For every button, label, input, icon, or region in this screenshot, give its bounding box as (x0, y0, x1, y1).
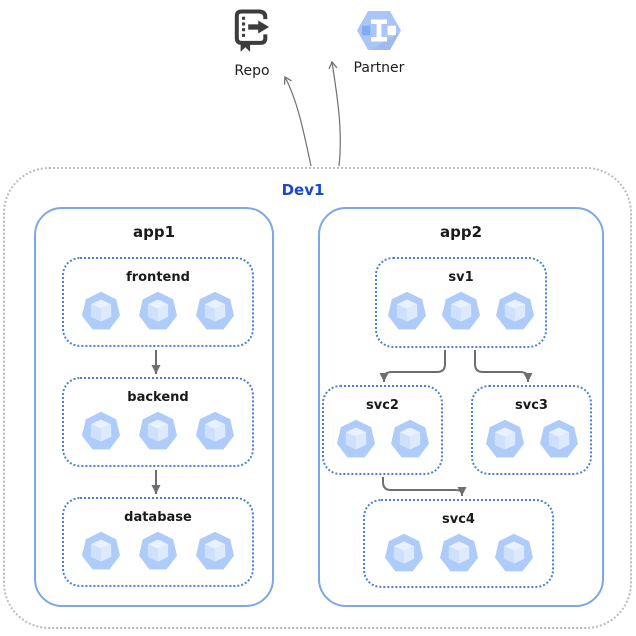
service-backend: backend (62, 377, 254, 467)
pod-icon (384, 533, 423, 573)
pod-icon (539, 419, 578, 459)
edge-dev1-repo (285, 77, 312, 167)
edge-dev1-partner (332, 62, 341, 167)
pod-icon (196, 291, 234, 331)
pod-icon (494, 533, 533, 573)
pod-icon (139, 291, 177, 331)
app1-title: app1 (132, 223, 176, 241)
pod-icon (139, 411, 177, 451)
frontend-pods (82, 291, 234, 331)
service-database-label: database (124, 510, 192, 525)
pod-icon (196, 411, 234, 451)
pod-icon (496, 291, 534, 331)
partner-interconnect-icon (356, 10, 402, 55)
pod-icon (388, 291, 426, 331)
pod-icon (139, 531, 177, 571)
service-svc3: svc3 (471, 385, 592, 475)
pod-icon (442, 291, 480, 331)
app2-title: app2 (439, 223, 483, 241)
pod-icon (82, 411, 120, 451)
svc4-pods (384, 533, 533, 573)
repo-label: Repo (234, 63, 270, 79)
svc3-pods (485, 419, 578, 459)
boundary-dev1 (3, 167, 632, 629)
service-svc2-label: svc2 (366, 398, 399, 413)
boundary-dev1-label: Dev1 (281, 181, 325, 199)
service-frontend-label: frontend (126, 270, 190, 285)
pod-icon (82, 291, 120, 331)
pod-icon (82, 531, 120, 571)
pod-icon (390, 419, 429, 459)
pod-icon (439, 533, 478, 573)
pod-icon (336, 419, 375, 459)
node-repo: Repo (228, 8, 276, 79)
service-database: database (62, 497, 254, 587)
service-backend-label: backend (127, 390, 189, 405)
service-sv1: sv1 (375, 257, 547, 348)
pod-icon (485, 419, 524, 459)
partner-label: Partner (353, 60, 405, 76)
source-repository-icon (233, 8, 271, 58)
service-sv1-label: sv1 (448, 270, 474, 285)
service-frontend: frontend (62, 257, 254, 347)
service-svc4: svc4 (363, 499, 554, 588)
app1-box: app1 frontend backend (34, 207, 274, 607)
backend-pods (82, 411, 234, 451)
service-svc2: svc2 (322, 385, 443, 475)
pod-icon (196, 531, 234, 571)
app2-box: app2 sv1 svc2 (318, 207, 604, 607)
database-pods (82, 531, 234, 571)
service-svc3-label: svc3 (515, 398, 548, 413)
svc2-pods (336, 419, 429, 459)
sv1-pods (388, 291, 534, 331)
service-svc4-label: svc4 (442, 512, 475, 527)
node-partner: Partner (352, 10, 406, 76)
